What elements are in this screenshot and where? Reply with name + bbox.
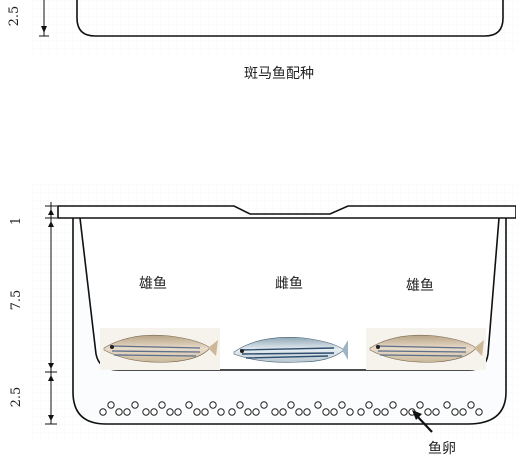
fish-egg <box>158 401 166 409</box>
fish-egg <box>389 401 397 409</box>
lid <box>57 205 516 219</box>
fish-egg <box>424 408 432 416</box>
fish-egg <box>142 408 150 416</box>
fish-egg <box>338 401 346 409</box>
fish-egg <box>451 408 459 416</box>
main-tank-diagram: 1 7.5 2.5 雄鱼 雌鱼 雄鱼 <box>9 182 516 457</box>
fish-egg <box>287 401 295 409</box>
caption: 斑马鱼配种 <box>244 65 314 82</box>
dimension-line <box>45 202 57 425</box>
fish-egg <box>185 401 193 409</box>
fish-egg <box>260 401 268 409</box>
top-dim-arrow <box>41 26 47 33</box>
fish-egg <box>244 408 252 416</box>
fish-egg <box>314 401 322 409</box>
egg-label: 鱼卵 <box>428 440 456 457</box>
fish-egg <box>107 401 115 409</box>
fish-egg <box>346 408 354 416</box>
fish-egg <box>236 401 244 409</box>
fish-egg <box>443 401 451 409</box>
fish-egg <box>209 401 217 409</box>
fish-egg <box>201 408 209 416</box>
fish-egg <box>174 408 182 416</box>
fish-egg <box>400 408 408 416</box>
top-grid-background <box>30 0 516 52</box>
male-fish-right <box>366 328 486 370</box>
fish-egg <box>459 408 467 416</box>
fish-egg <box>193 408 201 416</box>
top-tank-section: 2.5 斑马鱼配种 <box>7 0 516 82</box>
fish-egg <box>322 408 330 416</box>
fish-egg <box>295 408 303 416</box>
fish-egg <box>131 401 139 409</box>
fish-egg <box>115 408 123 416</box>
fish-egg <box>373 408 381 416</box>
fish-egg <box>279 408 287 416</box>
fish-egg <box>228 408 236 416</box>
fish-egg <box>475 408 483 416</box>
dim-label-bottom: 2.5 <box>9 387 24 408</box>
fish-egg <box>416 401 424 409</box>
dim-label-lid: 1 <box>9 217 24 225</box>
fish-egg <box>166 408 174 416</box>
fish-egg <box>365 401 373 409</box>
male-fish-left <box>100 328 220 370</box>
fish-egg <box>217 408 225 416</box>
top-tank-bottom-outline <box>76 0 504 37</box>
fish-egg <box>271 408 279 416</box>
fish-egg <box>432 408 440 416</box>
fish-label-male-left: 雄鱼 <box>139 275 167 292</box>
fish-egg <box>303 408 311 416</box>
fish-egg <box>252 408 260 416</box>
fish-label-male-right: 雄鱼 <box>406 277 434 294</box>
female-fish <box>233 337 348 363</box>
fish-egg <box>467 401 475 409</box>
fish-egg <box>381 408 389 416</box>
dim-label-water: 7.5 <box>9 290 24 311</box>
fish-egg <box>99 408 107 416</box>
fish-egg <box>123 408 131 416</box>
top-dim-label: 2.5 <box>7 6 22 27</box>
fish-egg <box>330 408 338 416</box>
fish-egg <box>150 408 158 416</box>
fish-label-female: 雌鱼 <box>275 275 303 292</box>
egg-pointer-arrow <box>412 410 433 433</box>
fish-egg <box>357 408 365 416</box>
